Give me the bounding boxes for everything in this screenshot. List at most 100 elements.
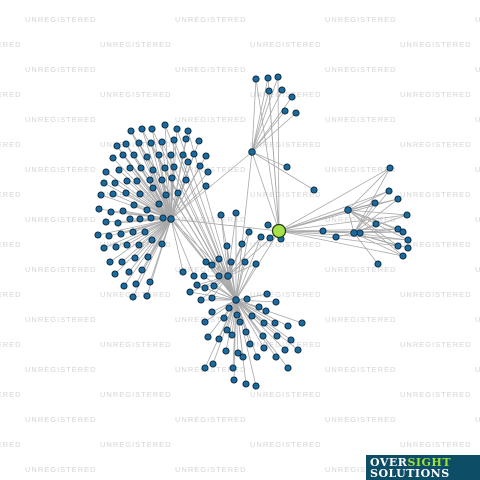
graph-node [146,176,154,184]
graph-node [266,234,274,242]
watermark-text: UNREGISTERED [325,265,397,274]
graph-node [193,281,201,289]
graph-node [126,215,134,223]
graph-node [102,218,110,226]
graph-node [252,382,260,390]
graph-node [127,127,135,135]
watermark-text: UNREGISTERED [475,415,480,424]
graph-edge [235,231,250,301]
logo-sight-text: SIGHT [407,456,452,469]
graph-edge [196,275,229,286]
graph-edge [126,218,172,246]
graph-node [356,229,364,237]
graph-node [167,151,175,159]
graph-edge [347,209,399,247]
graph-node [182,135,190,143]
watermark-text: UNREGISTERED [0,190,22,199]
graph-node [278,86,286,94]
graph-edge [225,299,237,352]
graph-edge [251,78,257,153]
watermark-text: UNREGISTERED [250,390,322,399]
graph-edge [347,190,390,211]
watermark-text: UNREGISTERED [325,415,397,424]
graph-node [196,162,204,170]
watermark-text: UNREGISTERED [25,315,97,324]
graph-edge [251,151,280,232]
graph-edge [251,90,270,153]
graph-node [100,179,108,187]
watermark-text: UNREGISTERED [475,265,480,274]
graph-node [136,190,144,198]
graph-node [204,168,212,176]
graph-node [332,233,340,241]
graph-node [239,353,247,361]
graph-node [168,174,176,182]
graph-edge [227,212,237,277]
watermark-text: UNREGISTERED [325,65,397,74]
graph-edge [103,218,172,249]
graph-node [130,151,138,159]
graph-node [201,364,209,372]
watermark-text: UNREGISTERED [0,290,22,299]
graph-edge [235,243,243,301]
watermark-text: UNREGISTERED [25,465,97,474]
graph-edge [170,192,179,220]
graph-node [230,376,238,384]
watermark-text: UNREGISTERED [0,440,22,449]
graph-node [158,138,166,146]
watermark-text: UNREGISTERED [175,465,247,474]
graph-node [253,353,261,361]
graph-node [310,186,318,194]
watermark-text: UNREGISTERED [100,40,172,49]
watermark-text: UNREGISTERED [400,290,472,299]
graph-edge [268,90,280,232]
graph-node [122,140,130,148]
graph-edge [251,77,269,153]
graph-edge [121,218,172,263]
graph-hub-node [248,148,256,156]
watermark-text: UNREGISTERED [475,65,480,74]
graph-node [238,240,246,248]
graph-node [284,322,292,330]
graph-node [161,164,169,172]
watermark-text: UNREGISTERED [175,15,247,24]
graph-edge [231,299,237,336]
watermark-text: UNREGISTERED [325,315,397,324]
graph-edge [235,261,246,301]
graph-node [201,318,209,326]
graph-node [257,233,265,241]
graph-node [107,208,115,216]
graph-edge [139,193,172,220]
watermark-text: UNREGISTERED [400,40,472,49]
watermark-text: UNREGISTERED [25,215,97,224]
graph-edge [235,299,299,351]
graph-edge [353,198,399,234]
graph-node [174,189,182,197]
graph-edge [235,299,286,351]
graph-node [120,282,128,290]
graph-node [190,272,198,280]
graph-node [115,166,123,174]
graph-node [271,319,279,327]
watermark-text: UNREGISTERED [100,340,172,349]
graph-node [111,179,119,187]
graph-node [248,312,256,320]
graph-edge [347,209,355,234]
graph-edge [203,275,237,301]
watermark-text: UNREGISTERED [250,440,322,449]
graph-edge [170,154,184,220]
graph-node [170,163,178,171]
graph-node [223,326,231,334]
graph-node [149,166,157,174]
graph-node [200,272,208,280]
graph-node [215,335,223,343]
graph-edge [112,193,172,220]
graph-node [141,228,149,236]
graph-edge [227,243,243,277]
graph-node [109,190,117,198]
graph-node [263,290,271,298]
graph-node [147,214,155,222]
graph-node [138,266,146,274]
graph-node [386,164,394,172]
graph-node [173,125,181,133]
